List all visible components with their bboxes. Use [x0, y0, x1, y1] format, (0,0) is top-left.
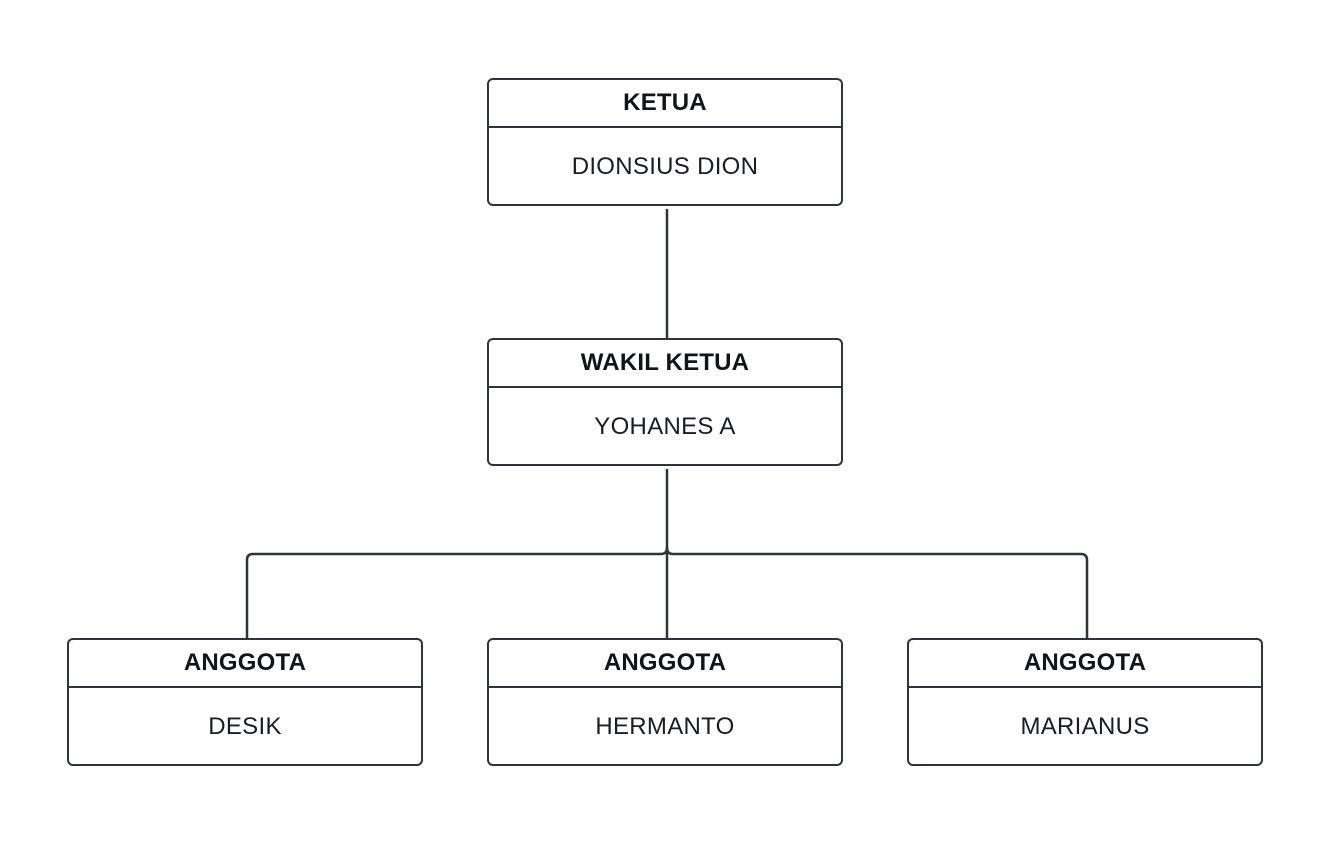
- node-wakil-ketua: WAKIL KETUA YOHANES A: [487, 338, 843, 466]
- node-role-label: KETUA: [489, 80, 841, 128]
- node-ketua: KETUA DIONSIUS DION: [487, 78, 843, 206]
- node-anggota-marianus: ANGGOTA MARIANUS: [907, 638, 1263, 766]
- node-person-name: DESIK: [208, 712, 282, 740]
- node-anggota-hermanto: ANGGOTA HERMANTO: [487, 638, 843, 766]
- node-anggota-desik: ANGGOTA DESIK: [67, 638, 423, 766]
- node-person-name: MARIANUS: [1020, 712, 1150, 740]
- node-person-name: HERMANTO: [595, 712, 735, 740]
- node-person-name: DIONSIUS DION: [571, 152, 759, 180]
- node-role-label: ANGGOTA: [489, 640, 841, 688]
- connector-branch-right: [665, 546, 1089, 640]
- node-role-label: WAKIL KETUA: [489, 340, 841, 388]
- connector-branch-left: [245, 546, 669, 640]
- node-role-label: ANGGOTA: [909, 640, 1261, 688]
- node-role-label: ANGGOTA: [69, 640, 421, 688]
- node-person-name: YOHANES A: [594, 412, 736, 440]
